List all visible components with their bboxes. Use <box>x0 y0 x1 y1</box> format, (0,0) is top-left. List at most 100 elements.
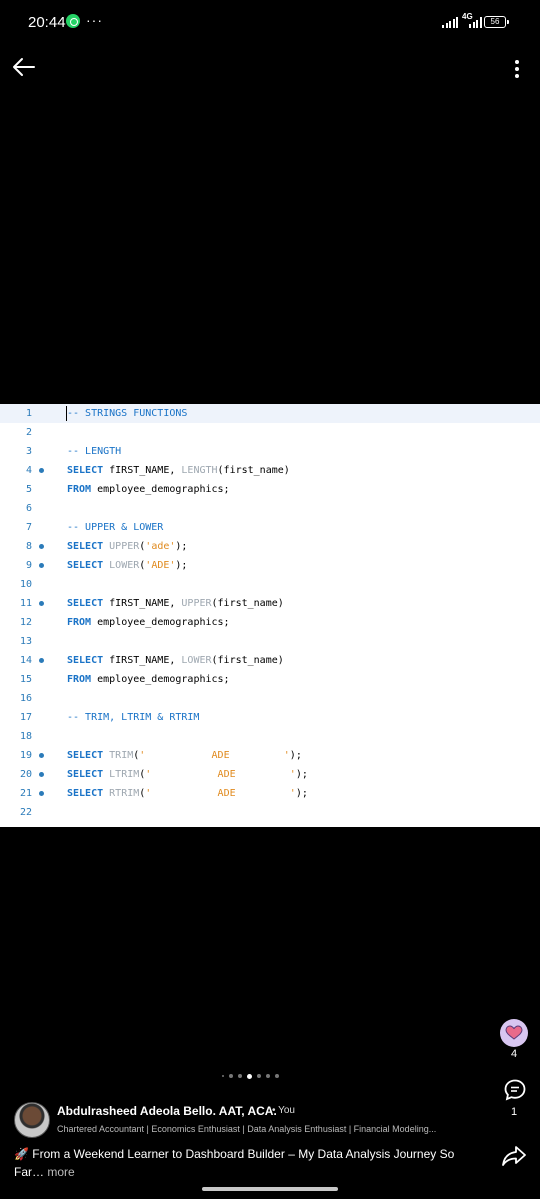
breakpoint-dot-icon <box>39 753 44 758</box>
more-vertical-icon <box>515 60 519 64</box>
breakpoint-dot-icon <box>39 468 44 473</box>
share-button[interactable] <box>501 1143 527 1169</box>
you-label: • You <box>272 1105 295 1116</box>
more-link[interactable]: more <box>47 1165 75 1179</box>
line-number: 7 <box>25 522 32 533</box>
code-text: FROM employee_demographics; <box>67 617 230 628</box>
line-number: 5 <box>25 484 32 495</box>
breakpoint-dot-icon <box>39 563 44 568</box>
status-more: ··· <box>86 12 103 28</box>
line-number: 3 <box>25 446 32 457</box>
code-line: 16 <box>0 689 540 708</box>
code-line: 2 <box>0 423 540 442</box>
line-number: 14 <box>19 655 32 666</box>
signal-2-icon <box>469 16 482 28</box>
line-number: 8 <box>25 541 32 552</box>
author-name[interactable]: Abdulrasheed Adeola Bello. AAT, ACA. <box>57 1104 277 1118</box>
image-pagination <box>222 1072 298 1080</box>
battery-icon: 56 <box>484 16 509 28</box>
status-time: 20:44 <box>28 14 66 31</box>
code-text: SELECT LTRIM(' ADE '); <box>67 769 308 780</box>
line-number: 9 <box>25 560 32 571</box>
code-text: -- UPPER & LOWER <box>67 522 164 533</box>
back-button[interactable] <box>8 52 38 82</box>
code-line: 17 -- TRIM, LTRIM & RTRIM <box>0 708 540 727</box>
code-text: -- LENGTH <box>67 446 122 457</box>
code-line: 7 -- UPPER & LOWER <box>0 518 540 537</box>
home-indicator <box>202 1187 338 1191</box>
overflow-menu-button[interactable] <box>504 54 530 84</box>
code-line: 22 <box>0 803 540 822</box>
back-arrow-icon <box>13 58 35 76</box>
line-number: 20 <box>19 769 32 780</box>
pagination-dot <box>266 1074 270 1078</box>
signal-icon <box>442 16 458 28</box>
code-text: -- TRIM, LTRIM & RTRIM <box>67 712 200 723</box>
breakpoint-dot-icon <box>39 772 44 777</box>
comment-count: 1 <box>510 1106 518 1118</box>
code-line: 18 <box>0 727 540 746</box>
pagination-dot <box>257 1074 261 1078</box>
comment-icon <box>504 1079 526 1101</box>
line-number: 15 <box>19 674 32 685</box>
line-number: 6 <box>25 503 32 514</box>
line-number: 22 <box>19 807 32 818</box>
pagination-dot <box>222 1075 224 1077</box>
breakpoint-dot-icon <box>39 601 44 606</box>
line-number: 2 <box>25 427 32 438</box>
pagination-dot <box>229 1074 233 1078</box>
pagination-dot <box>275 1074 279 1078</box>
code-text: -- STRINGS FUNCTIONS <box>67 408 188 419</box>
code-text: SELECT fIRST_NAME, LOWER(first_name) <box>67 655 284 666</box>
code-text: SELECT TRIM(' ADE '); <box>67 750 302 761</box>
code-text: SELECT fIRST_NAME, UPPER(first_name) <box>67 598 284 609</box>
code-line: 14 SELECT fIRST_NAME, LOWER(first_name) <box>0 651 540 670</box>
code-line: 11 SELECT fIRST_NAME, UPPER(first_name) <box>0 594 540 613</box>
code-line: 1 -- STRINGS FUNCTIONS <box>0 404 540 423</box>
line-number: 21 <box>19 788 32 799</box>
code-line: 4 SELECT fIRST_NAME, LENGTH(first_name) <box>0 461 540 480</box>
line-number: 16 <box>19 693 32 704</box>
status-bar: 20:44 ··· 4G 56 <box>0 0 540 48</box>
line-number: 11 <box>19 598 32 609</box>
code-line: 10 <box>0 575 540 594</box>
breakpoint-dot-icon <box>39 791 44 796</box>
code-line: 19 SELECT TRIM(' ADE '); <box>0 746 540 765</box>
code-text: SELECT UPPER('ade'); <box>67 541 188 552</box>
whatsapp-icon <box>66 14 80 28</box>
code-line: 5 FROM employee_demographics; <box>0 480 540 499</box>
code-line: 15 FROM employee_demographics; <box>0 670 540 689</box>
post-text[interactable]: 🚀 From a Weekend Learner to Dashboard Bu… <box>14 1145 484 1181</box>
breakpoint-dot-icon <box>39 658 44 663</box>
share-icon <box>502 1146 526 1166</box>
reaction-button[interactable] <box>500 1019 528 1047</box>
code-line: 8 SELECT UPPER('ade'); <box>0 537 540 556</box>
heart-icon <box>505 1025 523 1040</box>
code-line: 13 <box>0 632 540 651</box>
line-number: 18 <box>19 731 32 742</box>
line-number: 19 <box>19 750 32 761</box>
post-body: 🚀 From a Weekend Learner to Dashboard Bu… <box>14 1147 455 1179</box>
author-avatar[interactable] <box>14 1102 50 1138</box>
line-number: 17 <box>19 712 32 723</box>
code-line: 20 SELECT LTRIM(' ADE '); <box>0 765 540 784</box>
network-type: 4G <box>462 12 473 21</box>
pagination-dot <box>247 1073 252 1079</box>
code-line: 3 -- LENGTH <box>0 442 540 461</box>
text-caret <box>66 406 67 421</box>
line-number: 13 <box>19 636 32 647</box>
code-text: FROM employee_demographics; <box>67 674 230 685</box>
line-number: 10 <box>19 579 32 590</box>
code-text: SELECT fIRST_NAME, LENGTH(first_name) <box>67 465 290 476</box>
comment-button[interactable] <box>503 1078 527 1102</box>
author-headline: Chartered Accountant | Economics Enthusi… <box>57 1124 437 1134</box>
line-number: 4 <box>25 465 32 476</box>
code-line: 6 <box>0 499 540 518</box>
line-number: 12 <box>19 617 32 628</box>
pagination-dot <box>238 1074 242 1078</box>
code-text: FROM employee_demographics; <box>67 484 230 495</box>
line-number: 1 <box>25 408 32 419</box>
